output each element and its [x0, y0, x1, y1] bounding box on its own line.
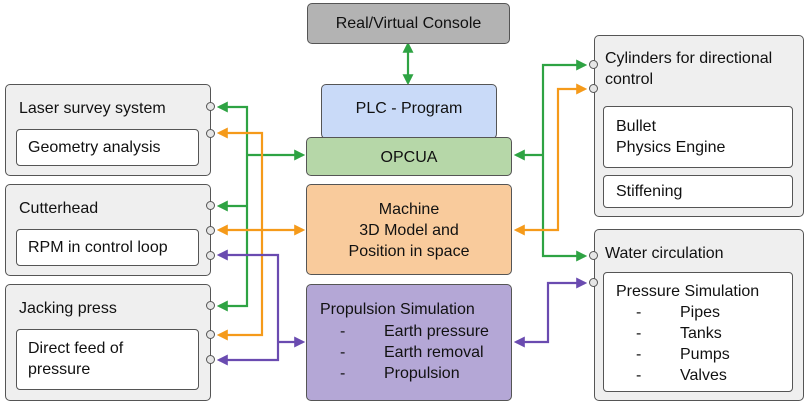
list-item: -Tanks	[636, 325, 722, 342]
jacking-sub-box: Direct feed of pressure	[16, 329, 199, 390]
machine-cylinders-orange-link	[513, 83, 588, 236]
machine-line2: 3D Model and	[359, 222, 459, 239]
laser-sub-label: Geometry analysis	[28, 139, 161, 156]
propulsion-title: Propulsion Simulation	[320, 301, 475, 318]
jacking-title: Jacking press	[19, 300, 117, 317]
cutterhead-port-middle	[206, 226, 215, 235]
console-box: Real/Virtual Console	[307, 3, 510, 44]
cylinders-water-green-link	[541, 59, 588, 262]
jacking-box: Jacking press Direct feed of pressure	[5, 284, 211, 401]
cylinders-title-line2: control	[605, 71, 654, 88]
list-item: -Earth removal	[340, 344, 484, 361]
laser-box: Laser survey system Geometry analysis	[5, 84, 211, 176]
pressure-sim-list: -Pipes -Tanks -Pumps -Valves	[636, 302, 730, 386]
laser-orange-link	[216, 127, 264, 341]
propulsion-list: -Earth pressure -Earth removal -Propulsi…	[340, 321, 489, 384]
list-item: -Propulsion	[340, 365, 460, 382]
machine-line3: Position in space	[348, 243, 470, 260]
cutterhead-sub-label: RPM in control loop	[28, 239, 168, 256]
plc-box: PLC - Program	[321, 84, 497, 139]
bullet-line1: Bullet	[616, 118, 657, 135]
water-box: Water circulation Pressure Simulation -P…	[594, 229, 804, 401]
water-title: Water circulation	[605, 245, 724, 262]
opcua-label: OPCUA	[380, 149, 438, 166]
machine-line1: Machine	[378, 201, 440, 218]
water-port-top	[589, 251, 598, 260]
laser-sub-box: Geometry analysis	[16, 129, 199, 166]
cutterhead-port-bottom	[206, 251, 215, 260]
cutterhead-port-top	[206, 201, 215, 210]
water-port-bottom	[589, 278, 598, 287]
jacking-sub-line1: Direct feed of	[28, 340, 124, 357]
cutterhead-purple-link	[216, 249, 280, 366]
laser-port-top	[206, 102, 215, 111]
bullet-engine-box: Bullet Physics Engine	[603, 106, 793, 168]
cylinders-port-top	[589, 60, 598, 69]
list-item: -Earth pressure	[340, 323, 489, 340]
jacking-sub-line2: pressure	[28, 361, 91, 378]
cutterhead-title: Cutterhead	[19, 200, 99, 217]
bullet-line2: Physics Engine	[616, 139, 726, 156]
opcua-box: OPCUA	[306, 137, 512, 176]
list-item: -Pumps	[636, 346, 730, 363]
cylinders-title-line1: Cylinders for directional	[605, 50, 773, 67]
plc-label: PLC - Program	[355, 100, 463, 117]
pressure-sim-title: Pressure Simulation	[616, 283, 760, 300]
console-label: Real/Virtual Console	[335, 15, 482, 32]
propulsion-water-purple-link	[513, 277, 588, 348]
cylinders-port-bottom	[589, 84, 598, 93]
stiffening-box: Stiffening	[603, 175, 793, 208]
list-item: -Valves	[636, 367, 727, 384]
cylinders-box: Cylinders for directional control Bullet…	[594, 35, 804, 217]
machine-box: Machine 3D Model and Position in space	[306, 184, 512, 275]
cutterhead-sub-box: RPM in control loop	[16, 229, 199, 266]
stiffening-label: Stiffening	[616, 183, 683, 200]
cutterhead-box: Cutterhead RPM in control loop	[5, 184, 211, 276]
laser-port-bottom	[206, 129, 215, 138]
jacking-port-middle	[206, 330, 215, 339]
propulsion-box: Propulsion Simulation -Earth pressure -E…	[306, 284, 512, 401]
pressure-sim-box: Pressure Simulation -Pipes -Tanks -Pumps…	[603, 272, 793, 392]
jacking-port-bottom	[206, 355, 215, 364]
laser-title: Laser survey system	[19, 100, 166, 117]
jacking-port-top	[206, 301, 215, 310]
list-item: -Pipes	[636, 304, 721, 321]
